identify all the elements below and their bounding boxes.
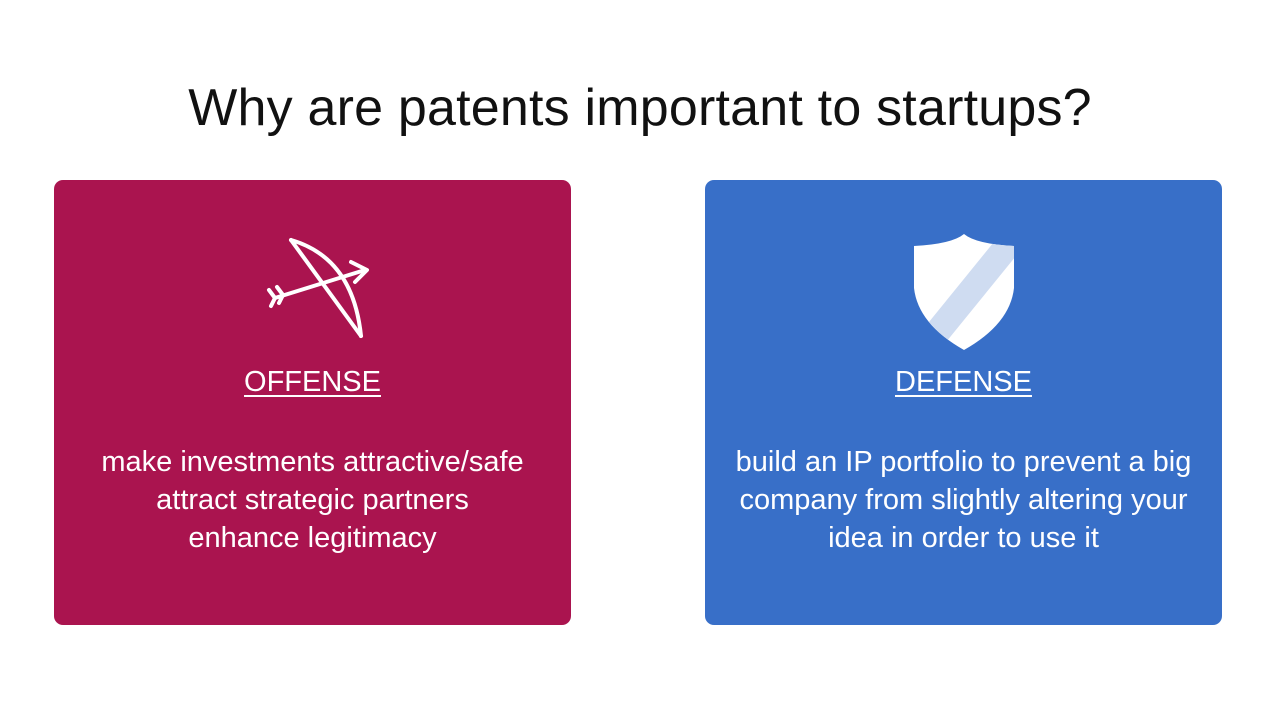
offense-line: attract strategic partners: [156, 484, 469, 516]
offense-line: make investments attractive/safe: [101, 446, 524, 478]
defense-heading: DEFENSE: [895, 366, 1032, 398]
slide-title: Why are patents important to startups?: [188, 79, 1092, 137]
shield-icon: [904, 232, 1024, 352]
offense-card: OFFENSE make investments attractive/safe…: [54, 180, 571, 625]
defense-line: idea in order to use it: [828, 522, 1099, 554]
bow-and-arrow-icon: [253, 232, 373, 352]
defense-description: build an IP portfolio to prevent a big c…: [705, 443, 1222, 557]
offense-line: enhance legitimacy: [188, 522, 437, 554]
defense-card: DEFENSE build an IP portfolio to prevent…: [705, 180, 1222, 625]
defense-line: build an IP portfolio to prevent a big: [735, 446, 1192, 478]
defense-line: company from slightly altering your: [739, 484, 1188, 516]
offense-description: make investments attractive/safe attract…: [54, 443, 571, 557]
offense-heading: OFFENSE: [244, 366, 381, 398]
